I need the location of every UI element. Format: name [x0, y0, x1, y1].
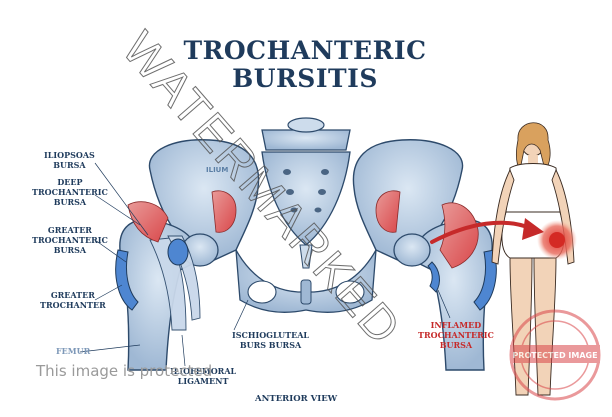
- red-arrow: [430, 220, 532, 244]
- right-greater-trochanteric-bursa-blue: [473, 249, 497, 311]
- right-gluteal-red: [439, 202, 479, 269]
- anterior-view-caption: ANTERIOR VIEW: [255, 394, 338, 404]
- right-ischiogluteal-bursa-blue: [427, 261, 440, 293]
- inflamed-hip-core: [549, 232, 565, 248]
- red-arrow-head: [522, 218, 544, 240]
- neck: [528, 155, 538, 165]
- stamp-text: PROTECTED IMAGE: [512, 351, 597, 360]
- left-iliac-red: [211, 190, 237, 233]
- right-femoral-head: [393, 233, 431, 267]
- hair: [515, 122, 551, 172]
- protected-stamp: PROTECTED IMAGE: [509, 309, 601, 401]
- label-femur: FEMUR: [56, 346, 91, 356]
- pubic-symphysis: [300, 279, 312, 305]
- left-greater-trochanteric-bursa-blue: [115, 249, 139, 311]
- protected-notice: This image is protected: [36, 362, 213, 380]
- right-obturator: [335, 280, 365, 304]
- right-iliac-red: [375, 190, 401, 233]
- label-ilium: ILIUM: [206, 166, 229, 174]
- torso: [505, 163, 561, 213]
- left-arm: [491, 168, 515, 265]
- title-line-2: BURSITIS: [232, 64, 378, 93]
- left-obturator: [247, 280, 277, 304]
- title-line-1: TROCHANTERIC: [183, 36, 427, 65]
- vertebra-process: [287, 117, 325, 133]
- left-deep-bursa-red: [127, 201, 169, 243]
- coccyx: [299, 244, 313, 269]
- left-iliopsoas-bursa-blue: [167, 238, 189, 266]
- lumbar-vertebra: [261, 129, 351, 151]
